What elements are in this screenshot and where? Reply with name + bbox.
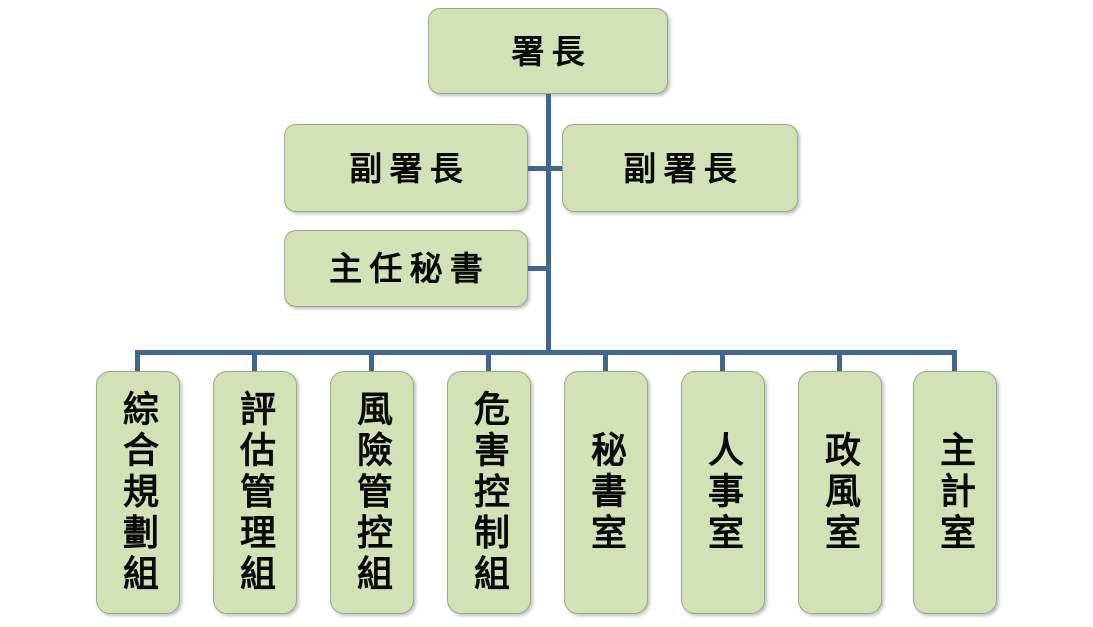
- node-office-secretariat-label: 秘書室: [585, 430, 627, 555]
- node-chief-secretary[interactable]: 主任秘書: [284, 230, 528, 307]
- connector-drop-1: [135, 350, 140, 372]
- connector-drop-5: [603, 350, 608, 372]
- connector-trunk-vertical: [546, 93, 551, 355]
- node-division-hazard[interactable]: 危害控制組: [447, 371, 531, 614]
- node-deputy-left-label: 副署長: [349, 148, 471, 188]
- connector-deputy-left: [527, 166, 548, 171]
- node-deputy-right-label: 副署長: [623, 148, 745, 188]
- node-division-hazard-label: 危害控制組: [468, 389, 510, 596]
- connector-chief-secretary: [527, 266, 548, 271]
- node-director-label: 署長: [511, 31, 592, 71]
- node-chief-secretary-label: 主任秘書: [329, 249, 491, 288]
- node-office-secretariat[interactable]: 秘書室: [564, 371, 648, 614]
- connector-drop-7: [837, 350, 842, 372]
- node-division-assessment-label: 評估管理組: [234, 389, 276, 596]
- node-division-assessment[interactable]: 評估管理組: [213, 371, 297, 614]
- node-division-risk-label: 風險管控組: [351, 389, 393, 596]
- node-office-ethics-label: 政風室: [819, 430, 861, 555]
- node-deputy-left[interactable]: 副署長: [284, 124, 528, 212]
- node-office-ethics[interactable]: 政風室: [798, 371, 882, 614]
- node-office-personnel-label: 人事室: [702, 430, 744, 555]
- node-office-accounting[interactable]: 主計室: [913, 371, 997, 614]
- node-deputy-right[interactable]: 副署長: [562, 124, 798, 212]
- node-director[interactable]: 署長: [428, 8, 668, 94]
- connector-distribution-bar: [135, 350, 957, 355]
- node-division-risk[interactable]: 風險管控組: [330, 371, 414, 614]
- connector-drop-4: [486, 350, 491, 372]
- connector-drop-2: [252, 350, 257, 372]
- connector-deputy-right: [549, 166, 563, 171]
- connector-drop-6: [720, 350, 725, 372]
- connector-drop-3: [369, 350, 374, 372]
- connector-drop-8: [952, 350, 957, 372]
- node-office-personnel[interactable]: 人事室: [681, 371, 765, 614]
- node-office-accounting-label: 主計室: [934, 430, 976, 555]
- node-division-planning-label: 綜合規劃組: [117, 389, 159, 596]
- node-division-planning[interactable]: 綜合規劃組: [96, 371, 180, 614]
